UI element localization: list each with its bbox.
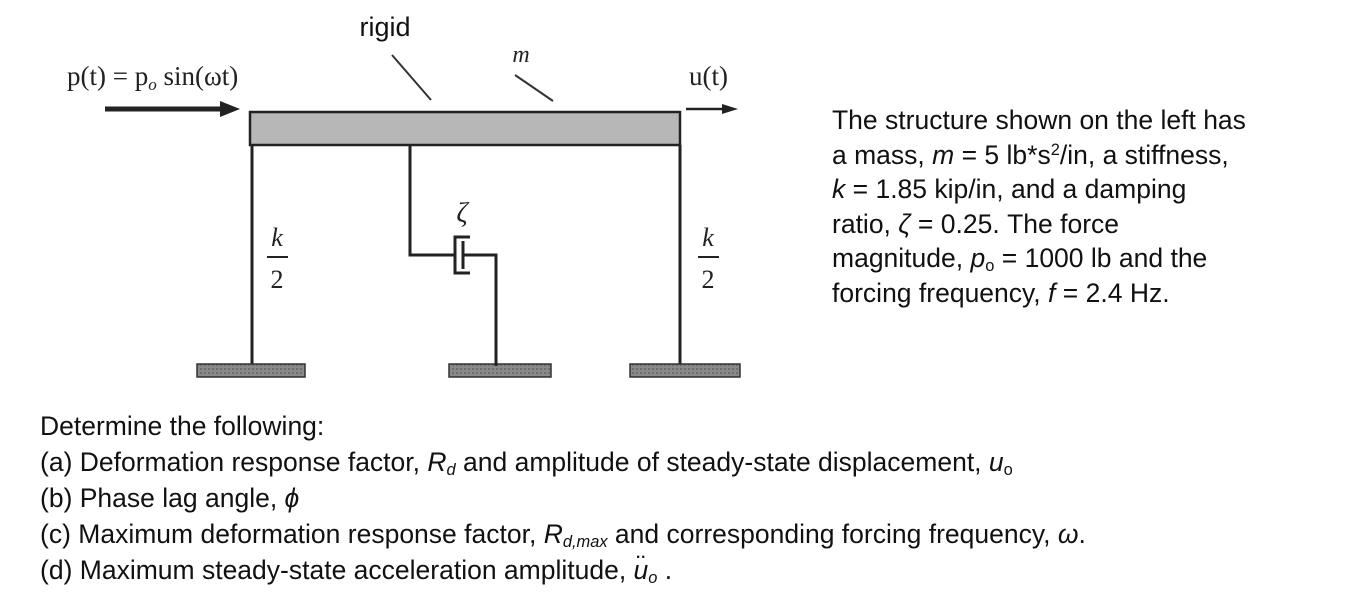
questions-heading: Determine the following: <box>40 411 325 441</box>
question-c: (c) Maximum deformation response factor,… <box>40 519 1086 552</box>
mass-leader-line <box>514 74 554 102</box>
description-line-4: ratio, ζ = 0.25. The force <box>832 208 1120 239</box>
svg-text:2: 2 <box>271 265 284 294</box>
rigid-beam <box>248 110 682 147</box>
displacement-arrow <box>686 104 738 114</box>
ground-support-middle <box>448 363 552 378</box>
right-stiffness-label: k 2 <box>698 223 719 294</box>
question-d: (d) Maximum steady-state acceleration am… <box>40 547 1340 588</box>
questions-list: Determine the following: (a) Deformation… <box>40 408 1340 588</box>
rigid-label: rigid <box>359 12 410 42</box>
force-arrow <box>105 101 240 117</box>
problem-description: The structure shown on the left has a ma… <box>832 103 1282 310</box>
rigid-leader-line <box>391 54 432 101</box>
displacement-label: u(t) <box>689 61 728 91</box>
mass-label: m <box>512 42 529 68</box>
description-line-6: forcing frequency, f = 2.4 Hz. <box>832 277 1170 308</box>
description-line-2: a mass, m = 5 lb*s2/in, a stiffness, <box>832 139 1229 170</box>
force-label: p(t) = po sin(ωt) <box>67 61 238 94</box>
svg-text:k: k <box>271 223 283 252</box>
description-line-1: The structure shown on the left has <box>832 105 1246 135</box>
damper <box>408 145 498 366</box>
svg-text:k: k <box>702 223 714 252</box>
question-b: (b) Phase lag angle, ϕ <box>40 483 300 513</box>
description-line-5: magnitude, po = 1000 lb and the <box>832 243 1208 276</box>
left-stiffness-label: k 2 <box>267 223 288 294</box>
damping-label: ζ <box>456 198 469 229</box>
ground-support-left <box>196 363 306 378</box>
svg-text:2: 2 <box>702 265 715 294</box>
description-line-3: k = 1.85 kip/in, and a damping <box>832 174 1187 204</box>
frame-diagram: rigid m p(t) = po sin(ωt) u(t) ζ k 2 k 2 <box>67 12 741 378</box>
ground-support-right <box>629 363 741 378</box>
question-a: (a) Deformation response factor, Rd and … <box>40 447 1013 480</box>
